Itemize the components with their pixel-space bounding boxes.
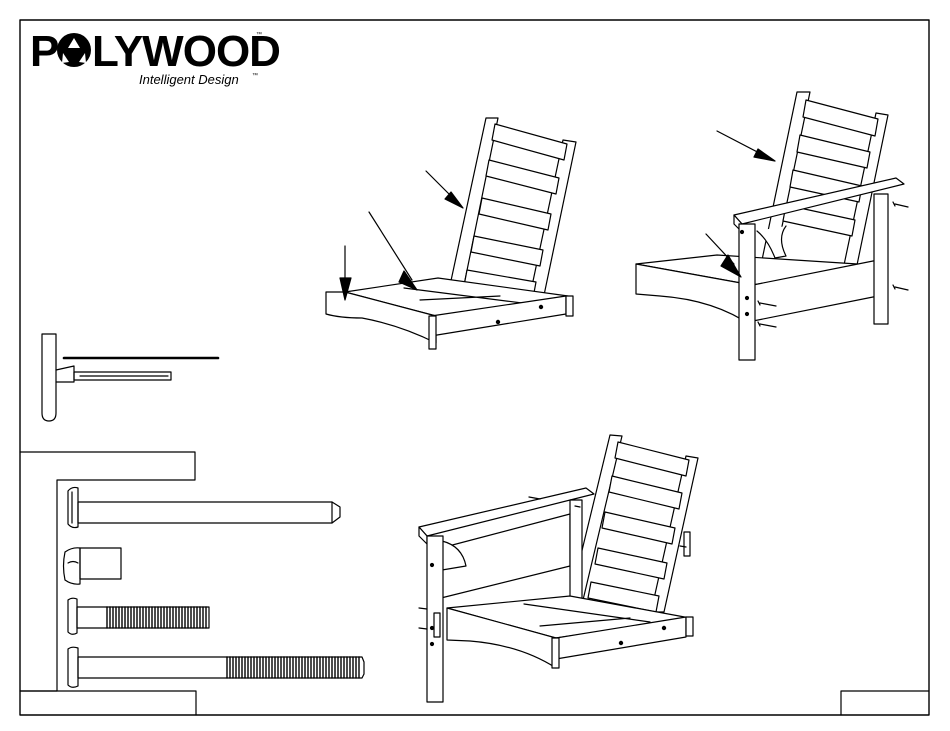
back-slat xyxy=(492,124,567,160)
pointer-arrow xyxy=(369,212,412,280)
hex-key-icon xyxy=(42,334,218,421)
bracket-icon xyxy=(684,532,690,556)
thread-hatching xyxy=(227,657,359,678)
seat-front-leg xyxy=(429,316,436,349)
front-leg xyxy=(739,224,755,360)
seat-back-post xyxy=(686,617,693,636)
logo-letters-lywood: LYWOOD xyxy=(92,27,280,76)
rear-leg xyxy=(874,194,888,324)
back-slat xyxy=(471,236,543,266)
assembly-step-2 xyxy=(636,92,908,360)
back-slat xyxy=(602,512,675,544)
back-slat xyxy=(615,442,689,476)
tagline-trademark: ™ xyxy=(252,72,258,79)
back-slat xyxy=(609,476,682,509)
logo-trademark: ™ xyxy=(256,31,262,38)
thread-hatching xyxy=(107,607,206,628)
back-slat xyxy=(797,135,870,168)
long-bolt-icon xyxy=(68,487,340,527)
back-slat xyxy=(803,100,878,136)
polywood-logo: P LYWOOD ™ Intelligent Design ™ xyxy=(30,27,280,87)
barrel-nut-icon xyxy=(64,548,122,584)
rear-leg xyxy=(570,500,582,610)
assembly-step-3 xyxy=(419,435,698,702)
short-threaded-bolt-icon xyxy=(68,598,209,634)
logo-tagline: Intelligent Design xyxy=(139,72,239,87)
assembly-step-1 xyxy=(326,118,576,349)
back-slat xyxy=(479,198,551,230)
hardware-panel-frame xyxy=(20,452,195,691)
long-threaded-bolt-icon xyxy=(68,647,364,687)
footer-right-box xyxy=(841,691,929,715)
footer-left-box xyxy=(20,691,196,715)
logo-letter-p: P xyxy=(30,27,58,76)
bracket-icon xyxy=(434,613,440,637)
back-slat xyxy=(595,548,667,579)
back-slat xyxy=(486,160,559,194)
seat-back-post xyxy=(566,296,573,316)
seat-front-leg xyxy=(552,638,559,668)
